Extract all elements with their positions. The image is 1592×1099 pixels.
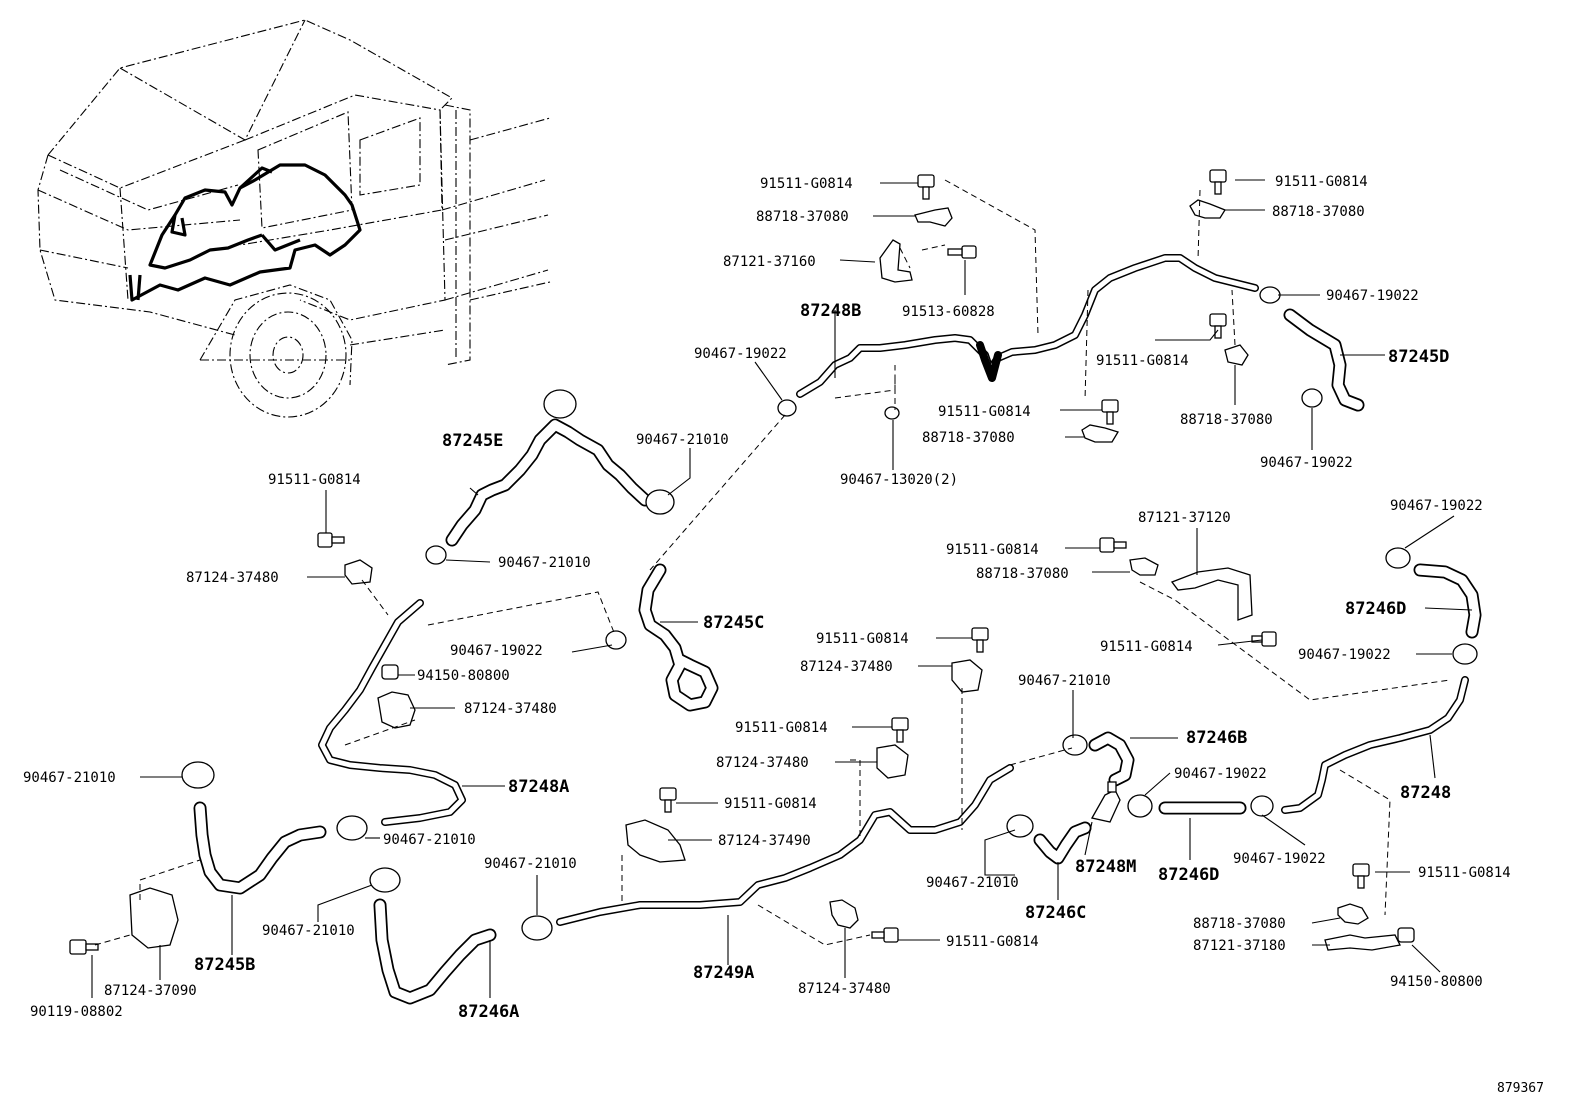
label-90467-19022: 90467-19022: [694, 346, 787, 362]
label-87124-37090: 87124-37090: [104, 983, 197, 999]
label-94150-80800: 94150-80800: [1390, 974, 1483, 990]
label-90467-21010: 90467-21010: [1018, 673, 1111, 689]
label-88718-37080: 88718-37080: [1272, 204, 1365, 220]
label-87245d: 87245D: [1388, 347, 1449, 367]
label-91511-g0814: 91511-G0814: [1100, 639, 1193, 655]
label-90467-19022: 90467-19022: [1260, 455, 1353, 471]
label-91511-g0814: 91511-G0814: [1275, 174, 1368, 190]
label-87248a: 87248A: [508, 777, 569, 797]
label-90467-19022: 90467-19022: [1298, 647, 1391, 663]
label-91513-60828: 91513-60828: [902, 304, 995, 320]
label-88718-37080: 88718-37080: [976, 566, 1069, 582]
label-87249a: 87249A: [693, 963, 754, 983]
label-87245b: 87245B: [194, 955, 255, 975]
label-88718-37080: 88718-37080: [756, 209, 849, 225]
label-91511-g0814: 91511-G0814: [946, 542, 1039, 558]
label-87246a: 87246A: [458, 1002, 519, 1022]
label-91511-g0814: 91511-G0814: [816, 631, 909, 647]
label-87124-37480: 87124-37480: [800, 659, 893, 675]
label-91511-g0814: 91511-G0814: [760, 176, 853, 192]
label-90467-21010: 90467-21010: [484, 856, 577, 872]
label-91511-g0814: 91511-G0814: [946, 934, 1039, 950]
label-90119-08802: 90119-08802: [30, 1004, 123, 1020]
label-91511-g0814: 91511-G0814: [938, 404, 1031, 420]
label-87245e: 87245E: [442, 431, 503, 451]
label-87245c: 87245C: [703, 613, 764, 633]
label-87248m: 87248M: [1075, 857, 1136, 877]
label-94150-80800: 94150-80800: [417, 668, 510, 684]
label-87248b: 87248B: [800, 301, 861, 321]
figure-number: 879367: [1497, 1081, 1544, 1096]
label-90467-19022: 90467-19022: [1390, 498, 1483, 514]
label-87124-37490: 87124-37490: [718, 833, 811, 849]
label-87124-37480: 87124-37480: [798, 981, 891, 997]
label-91511-g0814: 91511-G0814: [735, 720, 828, 736]
label-87124-37480: 87124-37480: [464, 701, 557, 717]
assembly-lines: [94, 179, 1451, 946]
label-90467-21010: 90467-21010: [926, 875, 1019, 891]
truck-illustration: [37, 19, 551, 418]
label-90467-21010: 90467-21010: [383, 832, 476, 848]
label-90467-19022: 90467-19022: [1233, 851, 1326, 867]
small-parts: [69, 169, 1478, 955]
label-90467-21010: 90467-21010: [636, 432, 729, 448]
part-labels: 91511-G0814 88718-37080 87121-37160 9151…: [23, 174, 1544, 1096]
label-87246d: 87246D: [1345, 599, 1406, 619]
label-90467-19022: 90467-19022: [1174, 766, 1267, 782]
label-90467-21010: 90467-21010: [498, 555, 591, 571]
label-90467-19022: 90467-19022: [450, 643, 543, 659]
label-88718-37080: 88718-37080: [1193, 916, 1286, 932]
label-90467-21010: 90467-21010: [23, 770, 116, 786]
label-91511-g0814: 91511-G0814: [1418, 865, 1511, 881]
label-91511-g0814: 91511-G0814: [268, 472, 361, 488]
label-91511-g0814: 91511-G0814: [1096, 353, 1189, 369]
label-87246b: 87246B: [1186, 728, 1247, 748]
label-91511-g0814: 91511-G0814: [724, 796, 817, 812]
label-87121-37180: 87121-37180: [1193, 938, 1286, 954]
label-87124-37480: 87124-37480: [186, 570, 279, 586]
label-90467-21010: 90467-21010: [262, 923, 355, 939]
label-90467-19022: 90467-19022: [1326, 288, 1419, 304]
leader-lines: [91, 179, 1473, 998]
label-87246c: 87246C: [1025, 903, 1086, 923]
label-88718-37080: 88718-37080: [922, 430, 1015, 446]
label-87121-37120: 87121-37120: [1138, 510, 1231, 526]
label-87248: 87248: [1400, 783, 1451, 803]
label-87124-37480: 87124-37480: [716, 755, 809, 771]
label-87121-37160: 87121-37160: [723, 254, 816, 270]
label-87246d: 87246D: [1158, 865, 1219, 885]
label-88718-37080: 88718-37080: [1180, 412, 1273, 428]
label-90467-13020-2: 90467-13020(2): [840, 472, 958, 488]
